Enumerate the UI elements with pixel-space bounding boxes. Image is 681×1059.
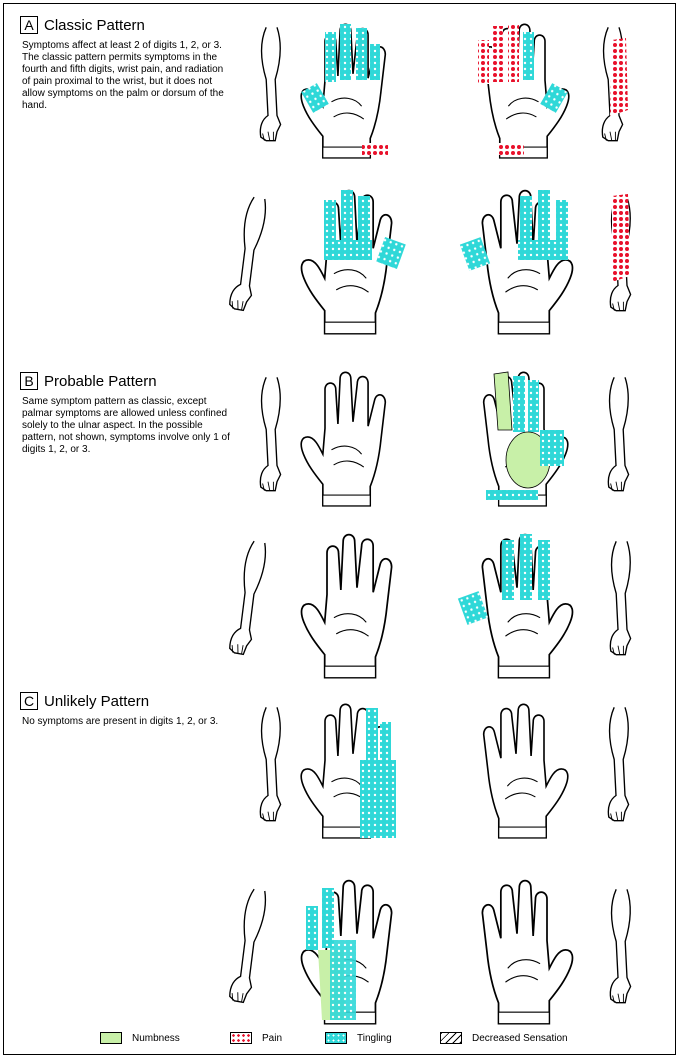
hand-b2-left <box>302 535 392 678</box>
hand-b2-right <box>458 534 573 678</box>
arm-icon <box>610 541 630 654</box>
legend-label: Tingling <box>357 1033 392 1044</box>
hand-a2-right <box>460 190 573 334</box>
legend-item-tingling: Tingling <box>325 1032 392 1044</box>
hand-a1-right <box>478 24 569 158</box>
legend-label: Numbness <box>132 1033 180 1044</box>
hatch-swatch-icon <box>440 1032 462 1044</box>
arm-icon <box>229 888 269 1003</box>
arm-icon <box>260 27 280 140</box>
arm-icon <box>260 377 280 490</box>
arm-a1-right <box>602 27 628 140</box>
tingling-swatch-icon <box>325 1032 347 1044</box>
arm-icon <box>229 196 269 311</box>
legend-item-numbness: Numbness <box>100 1032 180 1044</box>
hand-b1-right <box>484 372 568 506</box>
arm-icon <box>260 707 280 820</box>
hand-c1-right <box>484 704 568 838</box>
hand-c2-right <box>482 881 572 1024</box>
arm-icon <box>229 540 269 655</box>
legend-item-pain: Pain <box>230 1032 282 1044</box>
hand-a2-left <box>302 190 406 334</box>
arm-icon <box>608 377 628 490</box>
hand-c1-left <box>301 704 396 838</box>
arm-icon <box>610 889 630 1002</box>
legend-item-decreased-sensation: Decreased Sensation <box>440 1032 568 1044</box>
pain-swatch-icon <box>230 1032 252 1044</box>
arm-icon <box>608 707 628 820</box>
legend-label: Decreased Sensation <box>472 1033 568 1044</box>
legend: Numbness Pain Tingling Decreased Sensati… <box>100 1032 660 1050</box>
hand-c2-left <box>302 881 392 1024</box>
numbness-swatch-icon <box>100 1032 122 1044</box>
arm-a2-right <box>610 194 630 311</box>
hand-b1-left <box>301 372 385 506</box>
legend-label: Pain <box>262 1033 282 1044</box>
hand-a1-left <box>301 24 388 158</box>
